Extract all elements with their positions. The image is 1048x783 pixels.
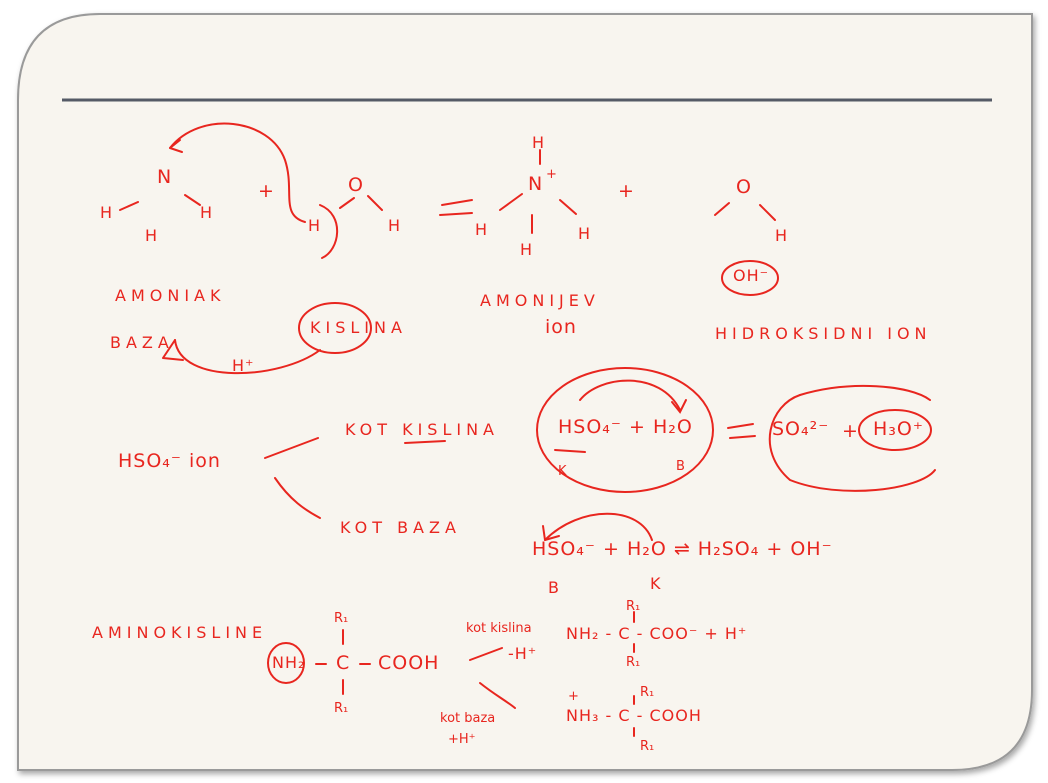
water-h-left: H	[308, 216, 322, 235]
label-amoniak: AMONIAK	[115, 286, 226, 305]
label-baza: BAZA	[110, 333, 174, 352]
ammonium-h-right: H	[578, 224, 592, 243]
label-ion: ion	[545, 316, 577, 338]
plus-sign-1: +	[258, 180, 275, 202]
hso4-eq2: HSO₄⁻ + H₂O ⇌ H₂SO₄ + OH⁻	[532, 538, 833, 560]
amino-cation: NH₃ - C - COOH	[566, 706, 702, 725]
amino-anion-r1-bottom: R₁	[626, 655, 641, 670]
amino-cation-r1: R₁	[640, 685, 655, 700]
ammonia-h-left: H	[100, 203, 114, 222]
hso4-ion: HSO₄⁻ ion	[118, 450, 221, 472]
hso4-mark-k2: K	[650, 574, 662, 593]
hso4-eq1-sulfate: SO₄²⁻	[772, 418, 830, 440]
ammonia-n: N	[157, 166, 173, 188]
hso4-kot-kislina: KOT KISLINA	[345, 420, 499, 439]
ammonium-n: N	[528, 173, 544, 195]
amino-minus-h: -H⁺	[508, 644, 538, 663]
hso4-mark-k: K	[558, 464, 567, 479]
amino-cation-r1-bottom: R₁	[640, 739, 655, 754]
ammonium-h-top: H	[532, 133, 546, 152]
ammonium-h-left: H	[475, 220, 489, 239]
amino-nh2: NH₂	[272, 653, 306, 672]
annotation-strokes	[119, 122, 936, 737]
amino-cation-plus: +	[568, 689, 579, 704]
amino-c: C	[336, 652, 351, 674]
hso4-eq1-plus: +	[842, 420, 859, 442]
amino-kot-kislina: kot kislina	[466, 621, 532, 636]
amino-plus-h: +H⁺	[448, 732, 476, 747]
amino-kot-baza: kot baza	[440, 711, 496, 726]
amino-r1-bottom: R₁	[334, 701, 349, 716]
label-amonijev: AMONIJEV	[480, 291, 600, 310]
water-o: O	[348, 174, 364, 196]
amino-cooh: COOH	[378, 652, 440, 674]
ammonium-charge: +	[546, 167, 557, 182]
hso4-mark-b2: B	[548, 578, 560, 597]
amino-title: AMINOKISLINE	[92, 623, 268, 642]
amino-anion-r1: R₁	[626, 599, 641, 614]
hydroxide-h: H	[775, 226, 789, 245]
hso4-eq1-left: HSO₄⁻ + H₂O	[558, 416, 693, 438]
plus-sign-2: +	[618, 180, 635, 202]
ammonia-h-right: H	[200, 203, 214, 222]
label-h-plus: H⁺	[232, 356, 255, 375]
ammonium-h-bottom: H	[520, 240, 534, 259]
hso4-mark-b: B	[676, 459, 685, 474]
ammonia-h-bottom: H	[145, 226, 159, 245]
label-kislina: KISLINA	[310, 318, 407, 337]
hso4-eq1-hydronium: H₃O⁺	[873, 418, 924, 440]
water-h-right: H	[388, 216, 402, 235]
label-hidroksidni-ion: HIDROKSIDNI ION	[715, 324, 932, 343]
amino-anion: NH₂ - C - COO⁻ + H⁺	[566, 624, 748, 643]
hydroxide-o: O	[736, 176, 752, 198]
amino-r1-top: R₁	[334, 611, 349, 626]
label-oh-minus: OH⁻	[733, 266, 770, 285]
hso4-kot-baza: KOT BAZA	[340, 518, 461, 537]
